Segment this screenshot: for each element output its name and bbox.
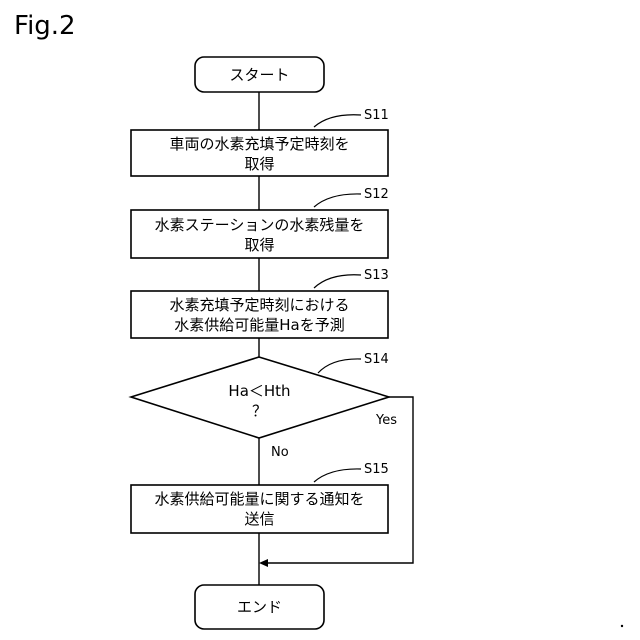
- end-label: エンド: [237, 598, 282, 616]
- s11-step: S11: [364, 108, 389, 123]
- stray-dot: [621, 625, 623, 627]
- s15-line2: 送信: [244, 510, 274, 528]
- s14-line1: Ha＜Hth: [228, 382, 290, 400]
- s11-leader: [314, 115, 361, 127]
- s13-line1: 水素充填予定時刻における: [169, 296, 349, 314]
- arrowhead-yes: [259, 559, 268, 567]
- s12-line1: 水素ステーションの水素残量を: [155, 216, 365, 234]
- s11-line1: 車両の水素充填予定時刻を: [169, 135, 349, 153]
- s13-leader: [314, 275, 361, 288]
- s15-step: S15: [364, 462, 389, 477]
- s12-leader: [314, 194, 361, 207]
- s14-step: S14: [364, 352, 389, 367]
- s13-line2: 水素供給可能量Haを予測: [174, 316, 344, 334]
- s15-leader: [314, 469, 361, 482]
- branch-no-label: No: [271, 445, 289, 460]
- s11-line2: 取得: [244, 155, 274, 173]
- s15-line1: 水素供給可能量に関する通知を: [154, 490, 364, 508]
- s14-leader: [318, 359, 361, 373]
- figure-label: Fig.2: [14, 11, 76, 41]
- branch-yes-label: Yes: [375, 413, 397, 428]
- s13-step: S13: [364, 268, 389, 283]
- s12-step: S12: [364, 187, 389, 202]
- start-label: スタート: [229, 66, 289, 84]
- s12-line2: 取得: [244, 236, 274, 254]
- s14-line2: ？: [252, 402, 267, 420]
